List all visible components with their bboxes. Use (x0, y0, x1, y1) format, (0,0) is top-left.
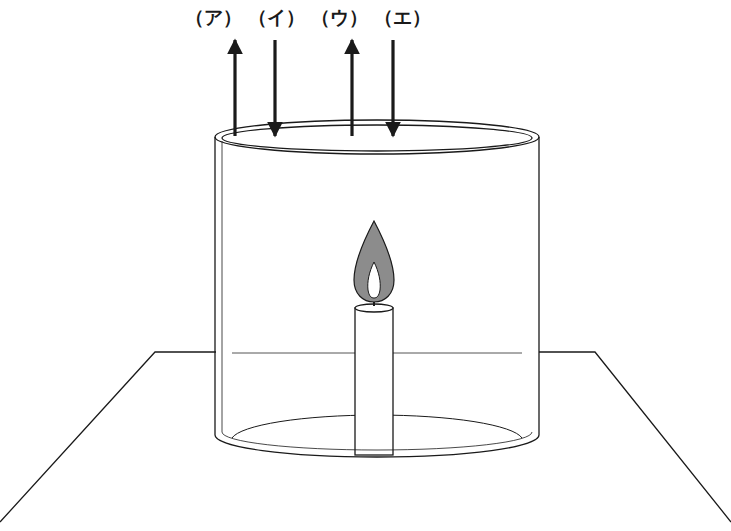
candle (354, 221, 394, 455)
glass-cylinder (215, 120, 539, 457)
arrow-label: （ア） (185, 7, 242, 28)
arrow-label: （エ） (374, 7, 431, 28)
air-flow-arrows (235, 40, 393, 136)
arrow-label: （イ） (248, 7, 305, 28)
arrow-label: （ウ） (311, 7, 368, 28)
